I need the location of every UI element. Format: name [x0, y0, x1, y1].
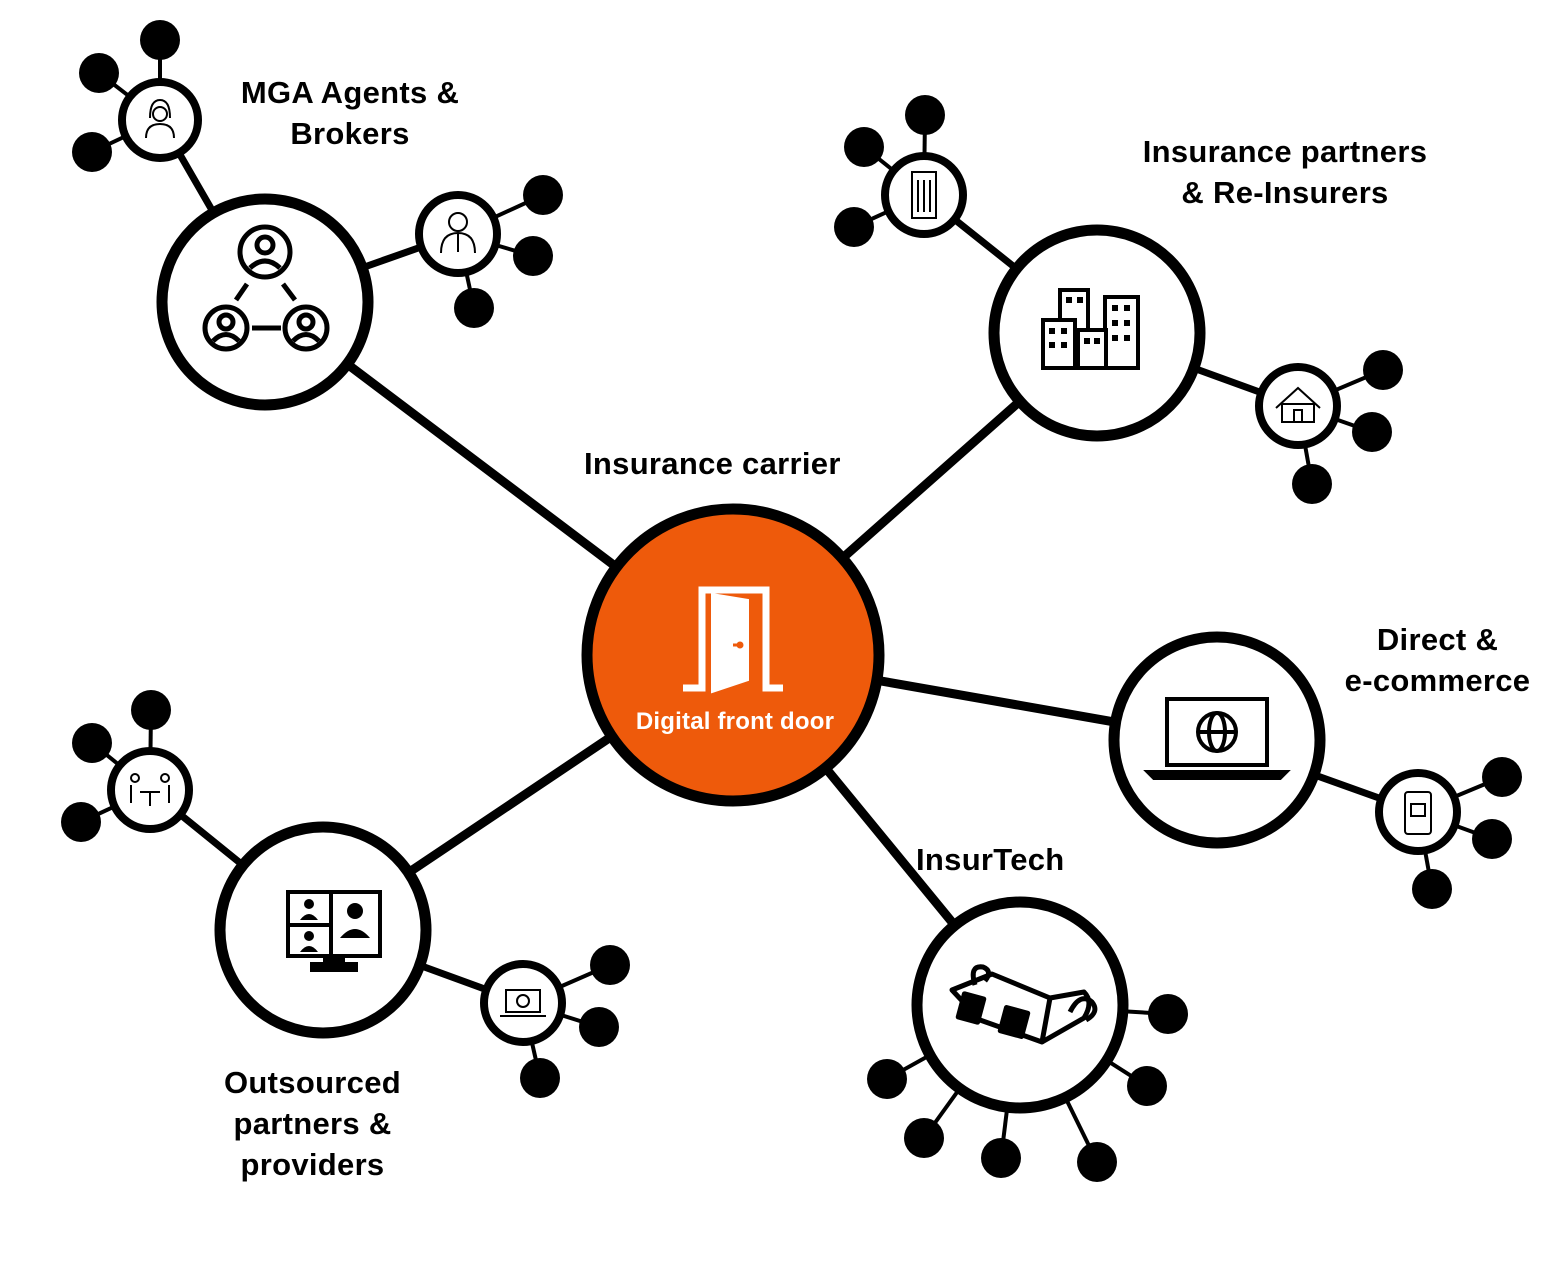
label-line: providers	[240, 1147, 385, 1182]
label-line: Outsourced	[224, 1065, 401, 1100]
label-line: Brokers	[290, 116, 410, 151]
office-building-satellite	[881, 152, 967, 238]
label-line: Insurance partners	[1142, 134, 1428, 169]
label-line: e-commerce	[1344, 663, 1531, 698]
woman-agent-icon	[145, 98, 175, 139]
laptop-web-satellite	[480, 960, 566, 1046]
businessman-icon	[440, 212, 476, 254]
label-line: MGA Agents &	[240, 75, 460, 110]
meeting-table-satellite	[107, 747, 193, 833]
3d-glasses-icon	[949, 964, 1098, 1045]
city-buildings-icon	[1041, 288, 1140, 370]
digital-front-door-label: Digital front door	[635, 708, 835, 735]
mga-agents-label: MGA Agents & Brokers	[200, 72, 500, 154]
mobile-cart-icon	[1404, 791, 1432, 835]
label-line: partners &	[233, 1106, 392, 1141]
insurance-carrier-label: Insurance carrier	[584, 446, 841, 481]
mga-hub	[156, 193, 374, 411]
outsourced-partners-label: Outsourced partners & providers	[180, 1062, 445, 1185]
insurtech-hub	[911, 896, 1129, 1114]
video-conference-icon	[286, 890, 382, 972]
outsourced-hub	[214, 821, 432, 1039]
laptop-web-icon	[500, 989, 546, 1017]
house-icon	[1275, 386, 1321, 423]
house-satellite	[1255, 363, 1341, 449]
insurance-partners-hub	[988, 224, 1206, 442]
laptop-globe-icon	[1143, 697, 1291, 780]
insurtech-label: InsurTech	[916, 842, 1065, 877]
office-building-icon	[911, 171, 937, 219]
woman-agent-satellite	[118, 78, 202, 162]
businessman-satellite	[415, 191, 501, 277]
meeting-table-icon	[130, 773, 170, 806]
direct-ecommerce-label: Direct & e-commerce	[1330, 619, 1545, 701]
direct-hub	[1108, 631, 1326, 849]
center-node	[581, 503, 885, 807]
mobile-cart-satellite	[1375, 769, 1461, 855]
leaf-dots	[61, 20, 1522, 1182]
open-door-icon	[683, 586, 783, 694]
label-line: & Re-Insurers	[1181, 175, 1389, 210]
label-line: Direct &	[1376, 622, 1499, 657]
insurance-partners-label: Insurance partners & Re-Insurers	[1120, 131, 1450, 213]
people-network-icon	[202, 224, 330, 352]
